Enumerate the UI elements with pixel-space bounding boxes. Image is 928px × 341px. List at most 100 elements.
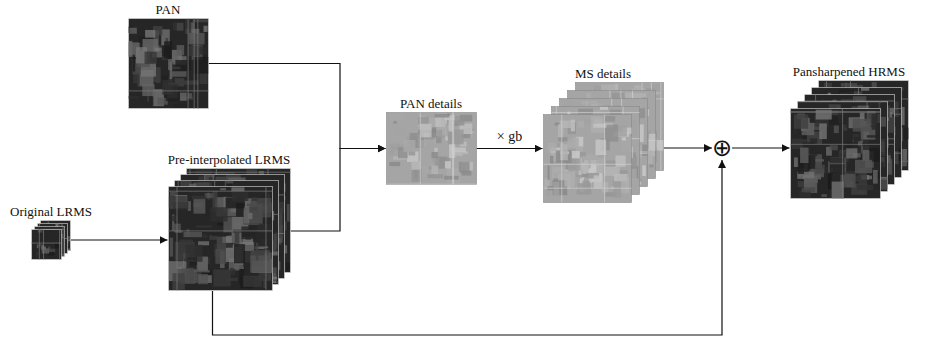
image-texture bbox=[132, 55, 134, 72]
image-stack bbox=[543, 82, 664, 203]
image-caption: PAN bbox=[156, 2, 181, 17]
image-tile bbox=[31, 230, 61, 260]
image-texture bbox=[145, 30, 155, 38]
image-texture bbox=[128, 41, 131, 55]
image-texture bbox=[154, 48, 161, 52]
image-texture bbox=[547, 165, 549, 180]
image-texture bbox=[612, 180, 621, 197]
image-texture bbox=[869, 148, 879, 162]
connector-arrow bbox=[291, 149, 386, 232]
image-texture bbox=[431, 165, 438, 174]
image-caption: Pre-interpolated LRMS bbox=[168, 152, 290, 167]
image-node: Original LRMS bbox=[10, 204, 92, 260]
image-road bbox=[660, 83, 661, 171]
image-tile bbox=[543, 115, 631, 203]
image bbox=[128, 18, 209, 109]
image-texture bbox=[250, 255, 270, 272]
image-road bbox=[797, 101, 887, 102]
image-texture bbox=[793, 115, 807, 129]
gain-label: × gb bbox=[495, 129, 524, 145]
image-texture bbox=[846, 148, 857, 158]
image-texture bbox=[164, 41, 172, 58]
image-road bbox=[176, 187, 177, 291]
image-texture bbox=[199, 73, 207, 84]
image-texture bbox=[414, 170, 417, 179]
image-texture bbox=[831, 182, 843, 199]
image-texture bbox=[599, 107, 607, 110]
image-texture bbox=[176, 23, 182, 31]
image-texture bbox=[243, 206, 249, 227]
image-texture bbox=[620, 136, 631, 152]
image-texture bbox=[195, 225, 211, 227]
image-road bbox=[551, 112, 639, 113]
image-node: PAN details bbox=[386, 96, 477, 185]
image-texture bbox=[193, 199, 205, 214]
image-texture bbox=[169, 238, 172, 257]
image-texture bbox=[552, 167, 565, 179]
image-texture bbox=[129, 28, 137, 34]
image-texture bbox=[615, 155, 625, 166]
image-texture bbox=[854, 160, 871, 173]
image-stack bbox=[790, 80, 909, 199]
image-texture bbox=[804, 178, 817, 183]
image-caption: PAN details bbox=[400, 96, 462, 111]
image-texture bbox=[203, 26, 207, 32]
image-texture bbox=[188, 33, 204, 45]
image-texture bbox=[546, 192, 550, 196]
image-road bbox=[543, 164, 631, 165]
image-road bbox=[543, 188, 631, 189]
image-texture bbox=[233, 244, 244, 263]
image-texture bbox=[172, 22, 183, 30]
image-road bbox=[265, 187, 266, 291]
image-texture bbox=[431, 152, 438, 158]
image-road bbox=[386, 184, 476, 185]
image-road bbox=[790, 111, 880, 112]
image-road bbox=[604, 115, 605, 203]
image-texture bbox=[553, 182, 559, 196]
image-road bbox=[43, 230, 44, 260]
image-road bbox=[790, 144, 880, 145]
image-texture bbox=[403, 140, 415, 152]
image-texture bbox=[558, 124, 563, 137]
image-texture bbox=[144, 52, 156, 64]
image-texture bbox=[432, 159, 436, 163]
image-texture bbox=[36, 252, 38, 257]
image-texture bbox=[648, 134, 655, 151]
image-tile bbox=[168, 187, 272, 291]
image-texture bbox=[571, 151, 579, 158]
connector-arrow bbox=[71, 239, 168, 240]
image-texture bbox=[829, 145, 837, 150]
image-texture bbox=[579, 152, 586, 157]
image-caption: Original LRMS bbox=[10, 204, 92, 219]
image-texture bbox=[185, 245, 202, 262]
image-tile bbox=[790, 109, 880, 199]
image-texture bbox=[577, 121, 583, 128]
image-road bbox=[128, 90, 208, 91]
image-texture bbox=[38, 230, 42, 233]
image-texture bbox=[866, 135, 878, 137]
image-texture bbox=[225, 243, 232, 248]
image-texture bbox=[427, 174, 442, 178]
image-texture bbox=[827, 174, 831, 190]
image-texture bbox=[582, 181, 590, 189]
image-texture bbox=[821, 194, 827, 197]
sum-node: ⊕ bbox=[712, 136, 732, 160]
image-texture bbox=[656, 140, 663, 151]
image-texture bbox=[872, 170, 877, 184]
image-texture bbox=[393, 127, 404, 134]
image-stack bbox=[168, 168, 291, 291]
image-layer bbox=[386, 113, 476, 185]
image-texture bbox=[187, 257, 197, 259]
image-texture bbox=[193, 57, 208, 74]
image-texture bbox=[243, 206, 249, 224]
image-road bbox=[790, 112, 880, 113]
image-texture bbox=[286, 262, 290, 271]
image-texture bbox=[604, 125, 618, 142]
image-texture bbox=[649, 165, 653, 168]
image-texture bbox=[564, 171, 574, 186]
image-road bbox=[561, 115, 562, 203]
image-texture bbox=[148, 97, 153, 106]
image-texture bbox=[444, 161, 450, 168]
